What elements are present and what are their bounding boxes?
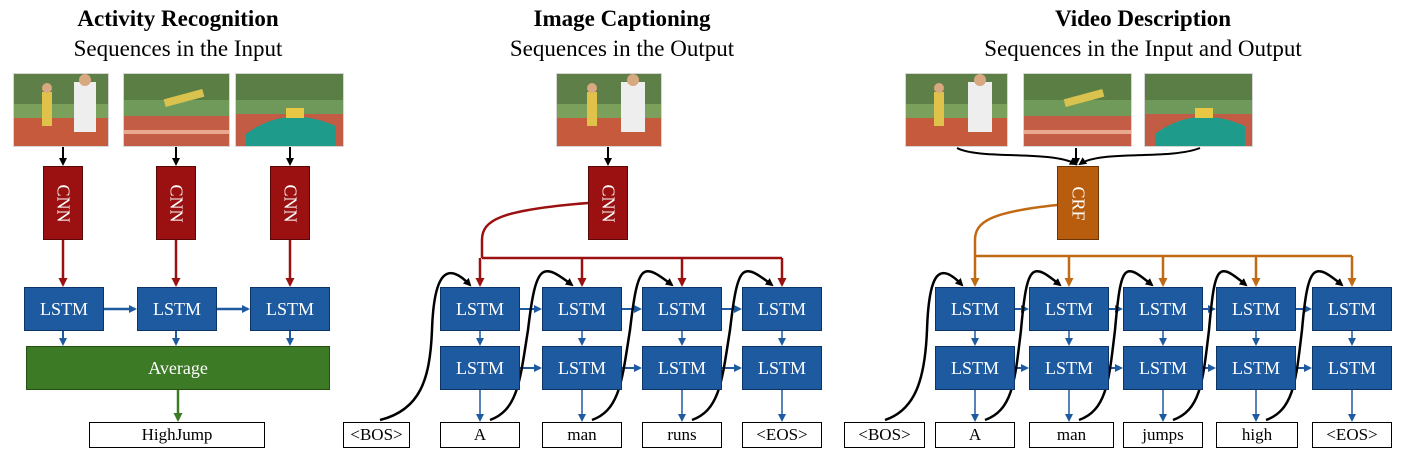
lstm-cell: LSTM	[935, 287, 1015, 331]
description-token: <BOS>	[844, 422, 925, 448]
lstm-cell: LSTM	[137, 287, 217, 331]
lstm-cell: LSTM	[1029, 287, 1109, 331]
connector-arrow	[1078, 147, 1201, 166]
description-token: man	[1029, 422, 1114, 448]
lstm-cell: LSTM	[440, 287, 520, 331]
caption-token: <EOS>	[742, 422, 822, 448]
video-frame-2	[123, 73, 230, 147]
caption-token: runs	[642, 422, 722, 448]
caption-token: man	[542, 422, 622, 448]
lstm-cell: LSTM	[935, 346, 1015, 390]
video-frame-2	[1023, 73, 1132, 147]
video-frame-3	[235, 73, 344, 147]
connector-arrow	[591, 269, 674, 422]
description-token: A	[935, 422, 1015, 448]
average-pool-block: Average	[26, 346, 330, 390]
lstm-cell: LSTM	[1216, 346, 1296, 390]
cnn-block-3: CNN	[270, 166, 310, 240]
description-token: high	[1216, 422, 1298, 448]
video-frame-1	[905, 73, 1008, 147]
connector-arrow	[691, 269, 774, 422]
connector-arrow	[489, 269, 574, 422]
crf-block: CRF	[1057, 166, 1099, 240]
description-token: <EOS>	[1312, 422, 1392, 448]
captioning-subtitle: Sequences in the Output	[509, 36, 735, 61]
connector-arrow	[984, 269, 1062, 422]
lstm-cell: LSTM	[1123, 287, 1203, 331]
connector-arrow	[480, 201, 589, 258]
video-subtitle: Sequences in the Input and Output	[984, 36, 1302, 61]
lstm-cell: LSTM	[642, 287, 722, 331]
cnn-block-2: CNN	[156, 166, 196, 240]
lstm-cell: LSTM	[250, 287, 330, 331]
lstm-cell: LSTM	[1123, 346, 1203, 390]
lstm-cell: LSTM	[1312, 287, 1392, 331]
connector-arrow	[956, 147, 1078, 165]
lstm-cell: LSTM	[642, 346, 722, 390]
lstm-cell: LSTM	[24, 287, 104, 331]
cnn-block: CNN	[588, 166, 628, 240]
lstm-cell: LSTM	[742, 287, 822, 331]
connector-arrow	[1265, 269, 1344, 422]
caption-token: <BOS>	[343, 422, 410, 448]
activity-output-label: HighJump	[89, 422, 265, 448]
video-frame-1	[13, 73, 109, 147]
input-image	[556, 73, 662, 147]
lstm-cell: LSTM	[1216, 287, 1296, 331]
description-token: jumps	[1123, 422, 1203, 448]
activity-title: Activity Recognition	[77, 6, 279, 31]
connector-arrow	[973, 203, 1058, 256]
connector-arrow	[1172, 269, 1248, 422]
lstm-cell: LSTM	[1312, 346, 1392, 390]
caption-token: A	[440, 422, 520, 448]
connector-arrow	[1078, 269, 1154, 422]
lstm-cell: LSTM	[542, 287, 622, 331]
video-title: Video Description	[1054, 6, 1232, 31]
lstm-cell: LSTM	[542, 346, 622, 390]
connector-arrow	[379, 271, 472, 422]
connector-arrow	[884, 271, 964, 422]
cnn-block-1: CNN	[43, 166, 83, 240]
lstm-cell: LSTM	[440, 346, 520, 390]
lstm-cell: LSTM	[1029, 346, 1109, 390]
activity-subtitle: Sequences in the Input	[73, 36, 283, 61]
lstm-cell: LSTM	[742, 346, 822, 390]
video-frame-3	[1144, 73, 1253, 147]
captioning-title: Image Captioning	[533, 6, 711, 31]
